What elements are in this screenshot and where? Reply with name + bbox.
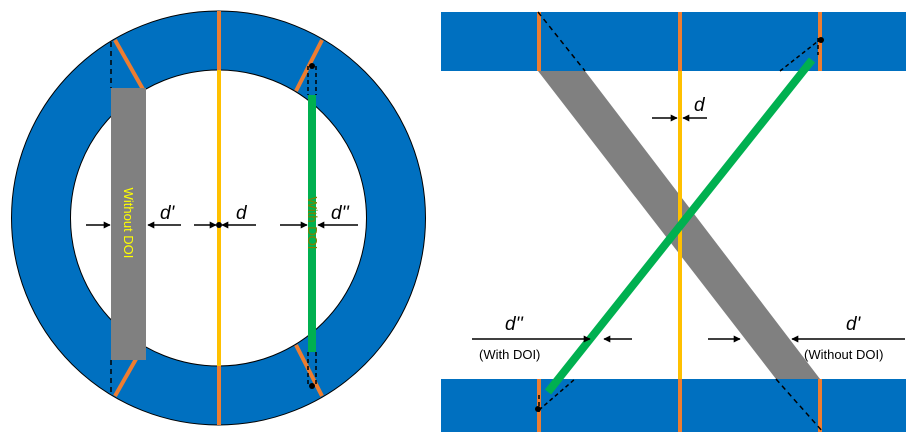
- label-d-prime-left: d': [160, 203, 176, 224]
- label-with-doi-note: (With DOI): [479, 347, 540, 362]
- dashed-guide-green-top-a: [779, 37, 823, 72]
- lor-without-doi-band: [111, 88, 146, 360]
- dashed-guide-gray-top: [537, 11, 586, 72]
- label-without-doi: Without DOI: [121, 188, 136, 259]
- dashed-guide-green-bottom-a: [538, 378, 576, 411]
- label-d-prime-planar: d': [846, 314, 862, 335]
- dashed-guide-gray-bottom: [775, 378, 824, 433]
- crystal-boundary-bottom-right: [294, 344, 324, 397]
- bottom-detector-bar: [441, 379, 906, 432]
- crystal-boundary-top-left: [113, 39, 146, 92]
- crystal-boundary-top-right: [294, 39, 324, 92]
- lor-with-doi-green-diagonal: [544, 57, 816, 395]
- label-without-doi-note: (Without DOI): [804, 347, 883, 362]
- label-with-doi: With DOI: [305, 197, 320, 250]
- label-d-left: d: [236, 203, 248, 224]
- doi-marker-top: [309, 63, 315, 69]
- doi-marker-planar-bottom: [535, 406, 541, 412]
- ring-detector-panel: Without DOI With DOI d' d d'': [11, 10, 426, 426]
- label-d-double-prime-planar: d'': [505, 314, 524, 335]
- label-d-planar: d: [694, 95, 706, 116]
- planar-detector-panel: d d'' (With DOI) d' (Without DOI): [441, 11, 906, 433]
- label-d-double-prime-left: d'': [331, 203, 350, 224]
- doi-marker-planar-top: [818, 37, 824, 43]
- top-detector-bar: [441, 12, 906, 71]
- d-center-dot: [216, 222, 222, 228]
- doi-marker-bottom: [309, 383, 315, 389]
